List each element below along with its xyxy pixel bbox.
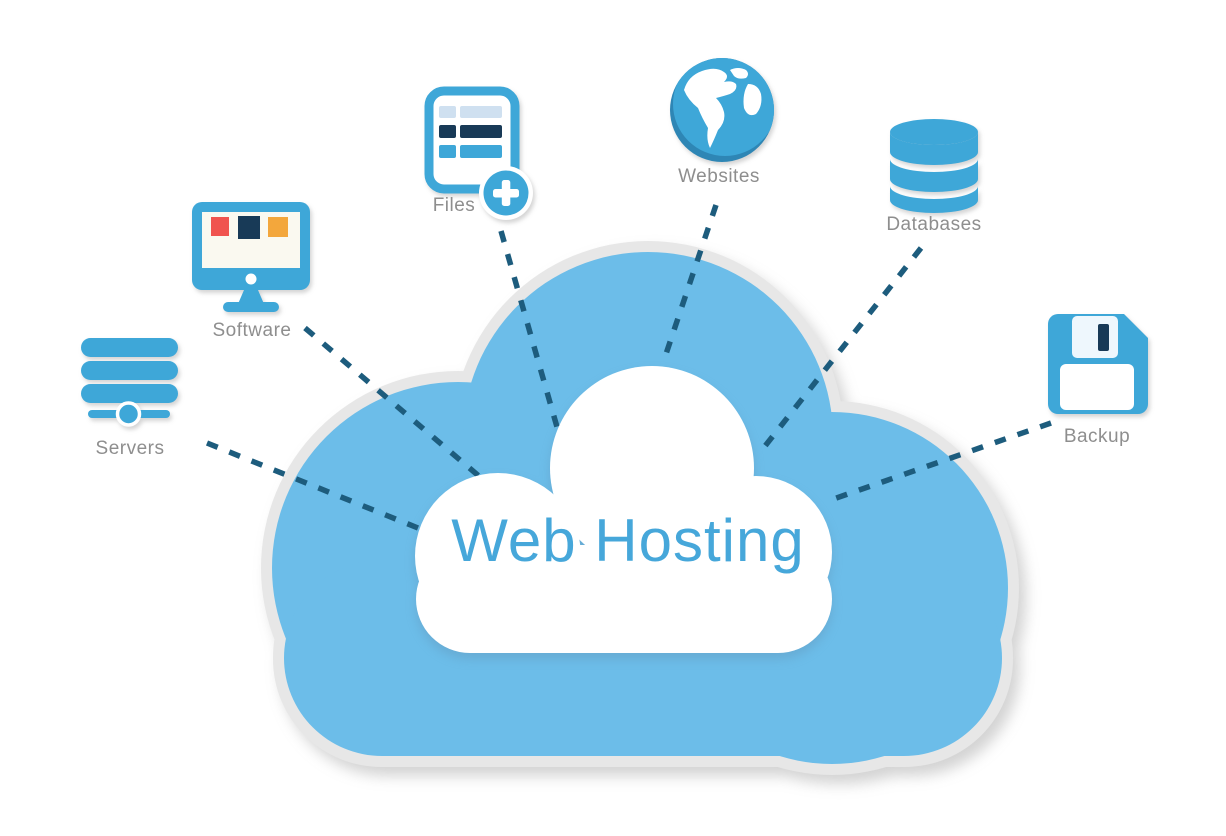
software-icon (192, 202, 310, 312)
database-icon (890, 119, 978, 213)
backup-label: Backup (1063, 426, 1131, 447)
files-label: Files (432, 195, 476, 216)
connector-line-websites (661, 204, 719, 361)
databases-label: Databases (886, 214, 982, 235)
globe-icon (670, 58, 774, 162)
websites-label: Websites (678, 166, 760, 187)
page-title: Web Hosting (451, 507, 805, 574)
inner-white-cloud (415, 366, 832, 653)
connector-lines (205, 204, 1052, 531)
floppy-disk-icon (1048, 314, 1148, 414)
connector-line-files (498, 230, 560, 428)
red-square (211, 217, 229, 236)
servers-label: Servers (95, 438, 165, 459)
navy-square (238, 216, 260, 239)
connector-line-databases (755, 246, 924, 457)
servers-icon (81, 338, 178, 427)
orange-square (268, 217, 288, 237)
connector-line-backup (824, 420, 1052, 505)
files-add-icon (424, 86, 533, 220)
plus-icon (479, 166, 533, 220)
software-label: Software (212, 320, 292, 341)
